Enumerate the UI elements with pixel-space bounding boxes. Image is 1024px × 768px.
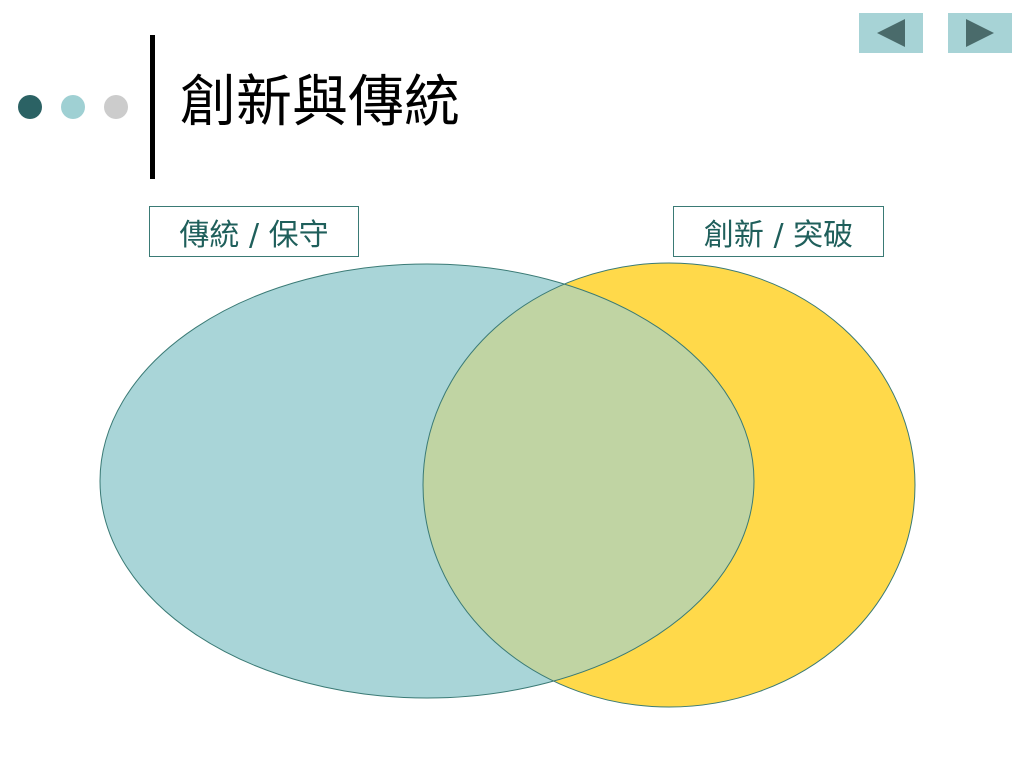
- previous-slide-button[interactable]: [859, 13, 923, 53]
- dot-light: [61, 95, 85, 119]
- dot-dark: [18, 95, 42, 119]
- triangle-left-icon: [859, 13, 923, 53]
- innovation-ellipse-outline: [422, 262, 916, 708]
- next-slide-button[interactable]: [948, 13, 1012, 53]
- innovation-label: 創新 / 突破: [673, 206, 884, 257]
- tradition-label: 傳統 / 保守: [149, 206, 359, 257]
- title-divider: [150, 35, 155, 179]
- tradition-ellipse-outline: [99, 263, 755, 699]
- dot-gray: [104, 95, 128, 119]
- page-title: 創新與傳統: [180, 70, 460, 135]
- overlap-region: [423, 264, 754, 698]
- triangle-right-icon: [948, 13, 1012, 53]
